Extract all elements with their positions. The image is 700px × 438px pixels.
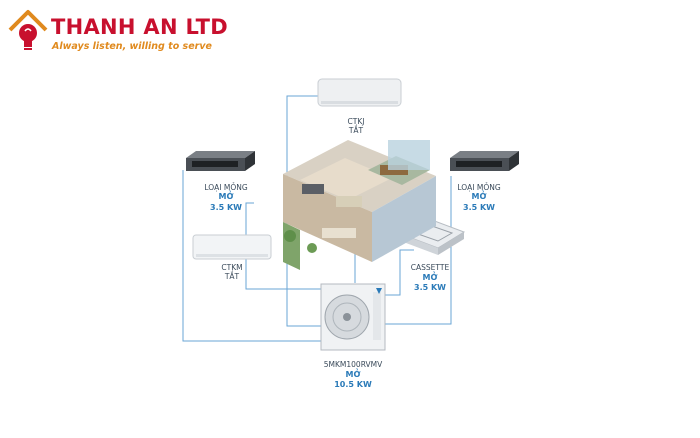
house-bulb-icon bbox=[8, 10, 48, 50]
house-illustration bbox=[283, 140, 436, 270]
outdoor-power: 10.5 KW bbox=[334, 380, 372, 389]
brand-name: THANH AN LTD bbox=[51, 15, 229, 39]
cassette-name: CASSETTE bbox=[410, 263, 450, 272]
duct-left-state: MỞ bbox=[218, 192, 234, 201]
ctkj-wall-unit bbox=[317, 78, 402, 107]
cassette-power: 3.5 KW bbox=[414, 283, 446, 292]
ctkj-name: CTKJ bbox=[347, 117, 365, 126]
outdoor-unit bbox=[320, 283, 386, 351]
duct-left-name: LOẠI MỎNG bbox=[204, 183, 248, 192]
ctkm-name: CTKM bbox=[221, 263, 243, 272]
ctkm-state: TẮT bbox=[224, 272, 240, 281]
brand-tagline: Always listen, willing to serve bbox=[52, 41, 212, 52]
duct-unit-right bbox=[450, 151, 519, 171]
cassette-state: MỞ bbox=[422, 273, 438, 282]
duct-unit-left bbox=[186, 151, 255, 171]
outdoor-state: MỞ bbox=[345, 370, 361, 379]
ctkj-state: TẮT bbox=[348, 126, 364, 135]
outdoor-name: 5MKM100RVMV bbox=[323, 360, 383, 369]
company-logo bbox=[6, 6, 216, 58]
duct-right-name: LOẠI MỎNG bbox=[457, 183, 501, 192]
line-duct-right bbox=[383, 176, 452, 325]
line-cassette bbox=[383, 249, 414, 296]
duct-right-state: MỞ bbox=[471, 192, 487, 201]
duct-right-power: 3.5 KW bbox=[463, 203, 495, 212]
ctkm-wall-unit bbox=[192, 234, 272, 260]
line-duct-left bbox=[182, 170, 326, 342]
duct-left-power: 3.5 KW bbox=[210, 203, 242, 212]
